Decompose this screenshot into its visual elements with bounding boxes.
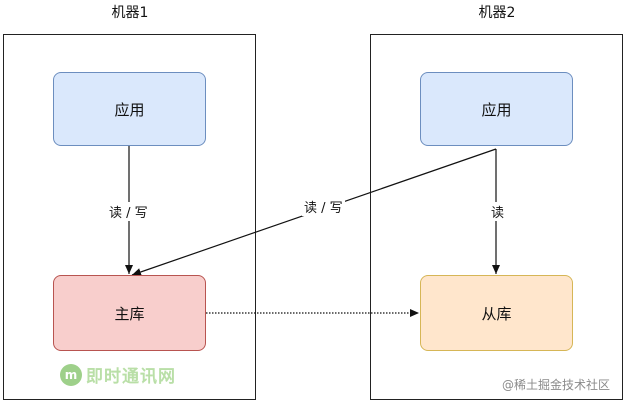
im-logo-icon: m <box>60 363 82 386</box>
slave-db-node: 从库 <box>420 275 573 351</box>
app-node-machine1: 应用 <box>53 72 206 146</box>
juejin-watermark: @稀土掘金技术社区 <box>502 378 611 392</box>
master-db-label: 主库 <box>114 304 145 323</box>
im-watermark: m 即时通讯网 <box>60 362 176 387</box>
edge-label-app2-slave: 读 <box>489 202 507 221</box>
edge-label-app1-master: 读 / 写 <box>107 202 150 221</box>
machine2-title: 机器2 <box>478 5 516 21</box>
edge-label-app2-master: 读 / 写 <box>302 197 345 216</box>
app-node-machine1-label: 应用 <box>114 100 145 119</box>
app-node-machine2: 应用 <box>420 72 573 146</box>
slave-db-label: 从库 <box>481 304 512 323</box>
app-node-machine2-label: 应用 <box>481 100 512 119</box>
im-watermark-text: 即时通讯网 <box>86 367 176 387</box>
machine1-title: 机器1 <box>111 5 149 21</box>
master-db-node: 主库 <box>53 275 206 351</box>
